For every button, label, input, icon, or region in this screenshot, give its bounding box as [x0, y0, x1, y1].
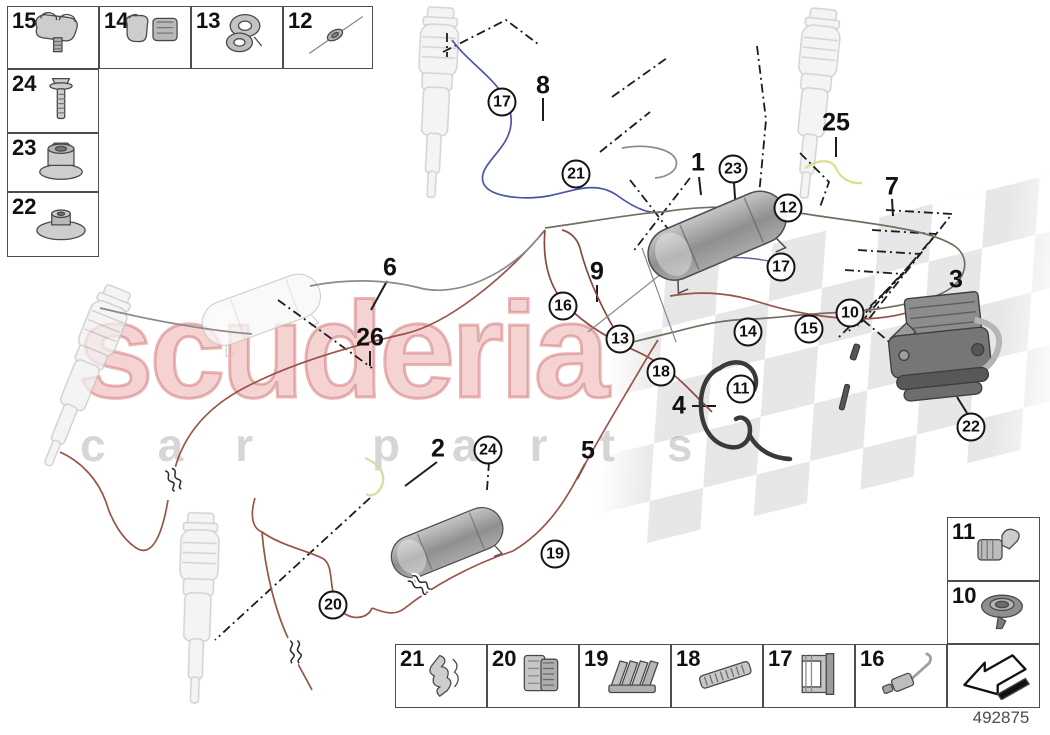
callout-label-25[interactable]: 25 — [822, 108, 850, 137]
callout-label-8[interactable]: 8 — [536, 71, 550, 100]
grommet-icon — [965, 582, 1039, 643]
part-cell-11[interactable]: 11 — [947, 517, 1040, 581]
part-cell-20[interactable]: 20 — [487, 644, 579, 708]
part-cell-24[interactable]: 24 — [7, 69, 99, 133]
part-cell-21[interactable]: 21 — [395, 644, 487, 708]
front-left-air-strut-ghost — [411, 5, 461, 200]
inline-valve-icon — [298, 7, 372, 68]
callout-label-5[interactable]: 5 — [581, 436, 595, 465]
callout-circle-19[interactable]: 19 — [540, 539, 570, 569]
leader-lines — [214, 18, 954, 641]
callout-circle-17[interactable]: 17 — [766, 252, 796, 282]
callout-circle-16[interactable]: 16 — [548, 291, 578, 321]
washer-nut-icon — [24, 195, 98, 256]
callout-circle-20[interactable]: 20 — [318, 590, 348, 620]
part-cell-18[interactable]: 18 — [671, 644, 763, 708]
rear-right-air-strut-ghost — [174, 511, 221, 705]
flanged-nut-icon — [24, 130, 98, 191]
part-cell-number: 10 — [952, 583, 977, 608]
callout-circle-23[interactable]: 23 — [718, 154, 748, 184]
diagram-number: 492875 — [972, 708, 1030, 727]
rear-left-air-strut-ghost — [29, 280, 138, 473]
front-right-air-strut-ghost — [784, 6, 844, 201]
air-line-8 — [451, 39, 661, 214]
back-arrow-icon — [957, 644, 1031, 705]
finned-holder-icon — [596, 646, 670, 707]
callout-label-7[interactable]: 7 — [885, 172, 899, 201]
part-cell-13[interactable]: 13 — [191, 6, 283, 69]
air-line-25 — [804, 160, 863, 185]
callout-circle-24[interactable]: 24 — [473, 435, 503, 465]
part-cell-12[interactable]: 12 — [283, 6, 373, 69]
part-cell-number: 17 — [768, 646, 793, 671]
part-cell-number: 13 — [196, 8, 221, 33]
callout-circle-15[interactable]: 15 — [794, 314, 824, 344]
air-line-green — [364, 456, 385, 497]
callout-circle-18[interactable]: 18 — [646, 357, 676, 387]
part-cell-16[interactable]: 16 — [855, 644, 947, 708]
callout-label-6[interactable]: 6 — [383, 253, 397, 282]
callout-circle-17[interactable]: 17 — [487, 87, 517, 117]
screw-icon — [24, 71, 98, 132]
callout-circle-12[interactable]: 12 — [773, 193, 803, 223]
spring-clip-icon — [412, 646, 486, 707]
brand-watermark-word-car: car — [80, 419, 306, 471]
sensor-plug-icon — [872, 646, 946, 707]
part-cell-15[interactable]: 15 — [7, 6, 99, 69]
hose-clamp-screw-icon — [24, 7, 98, 68]
callout-circle-13[interactable]: 13 — [605, 324, 635, 354]
part-cell-number: 16 — [860, 646, 885, 671]
part-cell-number: 11 — [952, 519, 976, 544]
part-cell-number: 20 — [492, 646, 517, 671]
cable-holder-icon — [965, 519, 1039, 580]
part-cell-17[interactable]: 17 — [763, 644, 855, 708]
air-tank-6-ghost — [195, 267, 331, 362]
double-pipe-clamp-icon — [116, 7, 190, 68]
part-cell-19[interactable]: 19 — [579, 644, 671, 708]
callout-circle-10[interactable]: 10 — [835, 298, 865, 328]
bracket-holder-icon — [780, 646, 854, 707]
label-ticks — [369, 98, 968, 487]
part-cell-10[interactable]: 10 — [947, 581, 1040, 644]
part-cell-number: 19 — [584, 646, 609, 671]
callout-circle-11[interactable]: 11 — [726, 374, 756, 404]
callout-label-9[interactable]: 9 — [590, 257, 604, 286]
callout-circle-14[interactable]: 14 — [733, 317, 763, 347]
part-cell-number: 15 — [12, 8, 37, 33]
part-cell-number: 14 — [104, 8, 129, 33]
air-line-12 — [544, 206, 966, 347]
callout-circle-22[interactable]: 22 — [956, 412, 986, 442]
ribbed-strip-icon — [688, 646, 762, 707]
pipe-clip-icon — [208, 7, 282, 68]
air-compressor-3 — [888, 291, 1003, 402]
callout-label-1[interactable]: 1 — [691, 148, 705, 177]
callout-circle-21[interactable]: 21 — [561, 159, 591, 189]
brand-watermark-word-parts: parts — [372, 419, 745, 471]
part-cell-number: 12 — [288, 8, 313, 33]
part-cell-22[interactable]: 22 — [7, 192, 99, 257]
part-cell-23[interactable]: 23 — [7, 133, 99, 192]
part-cell-number: 18 — [676, 646, 701, 671]
callout-label-4[interactable]: 4 — [672, 391, 686, 420]
previous-diagram-arrow[interactable] — [947, 644, 1040, 708]
part-cell-number: 21 — [400, 646, 425, 671]
part-cell-14[interactable]: 14 — [99, 6, 191, 69]
air-line-main-red — [59, 229, 546, 552]
multi-clip-block-icon — [504, 646, 578, 707]
callout-label-3[interactable]: 3 — [949, 265, 963, 294]
pressure-hose-4 — [698, 360, 793, 462]
part-cell-number: 24 — [12, 71, 37, 96]
callout-label-26[interactable]: 26 — [356, 323, 384, 352]
compressor-fittings — [838, 343, 861, 411]
air-line-5 — [371, 339, 659, 614]
part-cell-number: 22 — [12, 194, 37, 219]
part-cell-number: 23 — [12, 135, 37, 160]
callout-label-2[interactable]: 2 — [431, 434, 445, 463]
